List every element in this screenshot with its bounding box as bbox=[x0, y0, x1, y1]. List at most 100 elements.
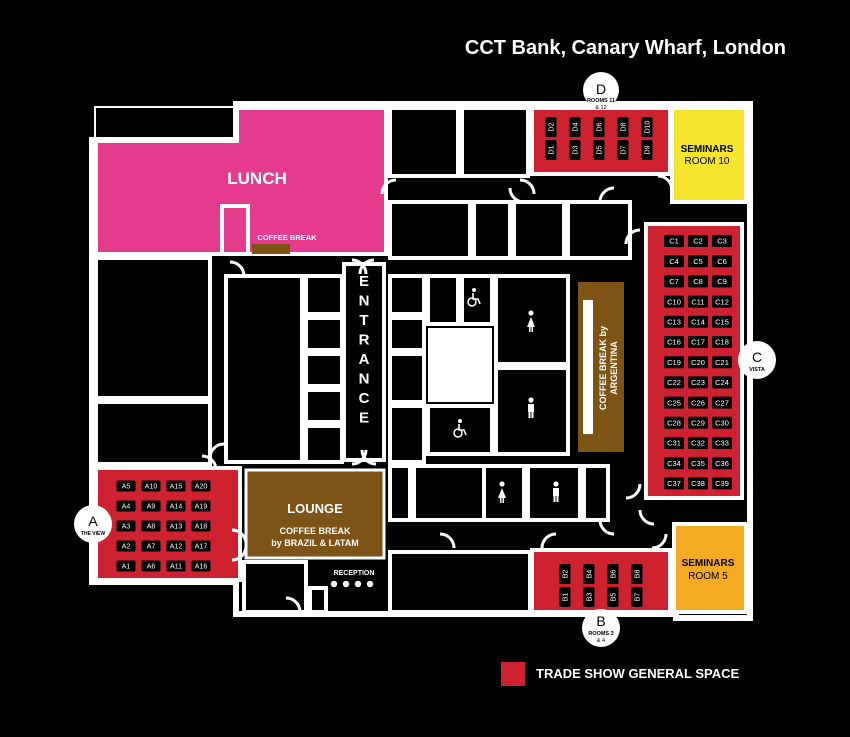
booth-a8[interactable]: A8 bbox=[141, 520, 161, 532]
booth-d1[interactable]: D1 bbox=[545, 140, 557, 160]
booth-c22[interactable]: C22 bbox=[664, 376, 684, 389]
booth-a4[interactable]: A4 bbox=[116, 500, 136, 512]
booth-b4[interactable]: B4 bbox=[583, 564, 595, 584]
booth-c7[interactable]: C7 bbox=[664, 275, 684, 288]
booth-label: A20 bbox=[195, 484, 208, 491]
booth-c29[interactable]: C29 bbox=[688, 416, 708, 429]
booth-c39[interactable]: C39 bbox=[712, 477, 732, 490]
zone-marker-c[interactable]: C VISTA bbox=[738, 341, 776, 379]
booth-d7[interactable]: D7 bbox=[617, 140, 629, 160]
booth-label: A6 bbox=[147, 564, 156, 571]
booth-d5[interactable]: D5 bbox=[593, 140, 605, 160]
booth-d8[interactable]: D8 bbox=[617, 117, 629, 137]
booth-b7[interactable]: B7 bbox=[631, 587, 643, 607]
booth-c10[interactable]: C10 bbox=[664, 295, 684, 308]
booth-d9[interactable]: D9 bbox=[641, 140, 653, 160]
booth-c9[interactable]: C9 bbox=[712, 275, 732, 288]
booth-c14[interactable]: C14 bbox=[688, 315, 708, 328]
zone-marker-a[interactable]: A THE VIEW bbox=[74, 505, 112, 543]
booth-b1[interactable]: B1 bbox=[559, 587, 571, 607]
booth-c20[interactable]: C20 bbox=[688, 356, 708, 369]
lounge-sub-1: COFFEE BREAK bbox=[279, 526, 351, 536]
booth-c16[interactable]: C16 bbox=[664, 336, 684, 348]
booth-c3[interactable]: C3 bbox=[712, 235, 732, 247]
booth-label: C27 bbox=[715, 398, 729, 407]
booth-c27[interactable]: C27 bbox=[712, 396, 732, 409]
booth-d4[interactable]: D4 bbox=[569, 117, 581, 137]
booth-c1[interactable]: C1 bbox=[664, 235, 684, 247]
booth-b2[interactable]: B2 bbox=[559, 564, 571, 584]
booth-c4[interactable]: C4 bbox=[664, 255, 684, 268]
booth-c36[interactable]: C36 bbox=[712, 457, 732, 470]
zone-c-letter: C bbox=[752, 349, 762, 365]
booth-a3[interactable]: A3 bbox=[116, 520, 136, 532]
zone-c-sub: VISTA bbox=[749, 367, 765, 373]
booth-c12[interactable]: C12 bbox=[712, 295, 732, 308]
booth-c33[interactable]: C33 bbox=[712, 437, 732, 449]
booth-c8[interactable]: C8 bbox=[688, 275, 708, 288]
booth-c11[interactable]: C11 bbox=[688, 295, 708, 308]
booth-c17[interactable]: C17 bbox=[688, 336, 708, 348]
booth-a11[interactable]: A11 bbox=[166, 560, 186, 572]
entrance-letter: N bbox=[359, 293, 370, 310]
booth-a2[interactable]: A2 bbox=[116, 540, 136, 552]
booth-c13[interactable]: C13 bbox=[664, 315, 684, 328]
booth-c28[interactable]: C28 bbox=[664, 416, 684, 429]
booth-label: B3 bbox=[587, 593, 594, 602]
booth-a14[interactable]: A14 bbox=[166, 500, 186, 512]
booth-c32[interactable]: C32 bbox=[688, 437, 708, 449]
entrance-letter: R bbox=[359, 332, 370, 349]
booth-c18[interactable]: C18 bbox=[712, 336, 732, 348]
booth-c2[interactable]: C2 bbox=[688, 235, 708, 247]
booth-c26[interactable]: C26 bbox=[688, 396, 708, 409]
lunch-label: LUNCH bbox=[227, 169, 287, 188]
booth-b5[interactable]: B5 bbox=[607, 587, 619, 607]
booth-c35[interactable]: C35 bbox=[688, 457, 708, 470]
male-restroom-icon bbox=[528, 397, 534, 418]
booth-c31[interactable]: C31 bbox=[664, 437, 684, 449]
booth-a15[interactable]: A15 bbox=[166, 480, 186, 492]
booth-c38[interactable]: C38 bbox=[688, 477, 708, 490]
booth-a12[interactable]: A12 bbox=[166, 540, 186, 552]
booth-b8[interactable]: B8 bbox=[631, 564, 643, 584]
booth-c15[interactable]: C15 bbox=[712, 315, 732, 328]
zone-marker-b[interactable]: B ROOMS 3 & 4 bbox=[582, 609, 620, 647]
booth-a5[interactable]: A5 bbox=[116, 480, 136, 492]
booth-b3[interactable]: B3 bbox=[583, 587, 595, 607]
booth-c37[interactable]: C37 bbox=[664, 477, 684, 490]
booth-label: C6 bbox=[717, 257, 727, 266]
booth-label: C34 bbox=[667, 459, 681, 468]
trade-area-b bbox=[530, 548, 672, 614]
booth-c25[interactable]: C25 bbox=[664, 396, 684, 409]
booth-a6[interactable]: A6 bbox=[141, 560, 161, 572]
coffee-break-label: COFFEE BREAK bbox=[257, 233, 317, 242]
booth-c6[interactable]: C6 bbox=[712, 255, 732, 268]
booth-a1[interactable]: A1 bbox=[116, 560, 136, 572]
booth-a16[interactable]: A16 bbox=[191, 560, 211, 572]
booth-b6[interactable]: B6 bbox=[607, 564, 619, 584]
zone-marker-d[interactable]: D ROOMS 11 & 12 bbox=[583, 72, 619, 111]
booth-a20[interactable]: A20 bbox=[191, 480, 211, 492]
booth-c24[interactable]: C24 bbox=[712, 376, 732, 389]
booth-d3[interactable]: D3 bbox=[569, 140, 581, 160]
lunch-notch bbox=[96, 108, 236, 142]
lunch-area bbox=[94, 106, 388, 256]
booth-d6[interactable]: D6 bbox=[593, 117, 605, 137]
booth-a9[interactable]: A9 bbox=[141, 500, 161, 512]
booth-a13[interactable]: A13 bbox=[166, 520, 186, 532]
booth-d2[interactable]: D2 bbox=[545, 117, 557, 137]
booth-a19[interactable]: A19 bbox=[191, 500, 211, 512]
booth-d10[interactable]: D10 bbox=[641, 117, 653, 137]
entrance-letter: E bbox=[359, 410, 369, 427]
booth-c19[interactable]: C19 bbox=[664, 356, 684, 369]
booth-c30[interactable]: C30 bbox=[712, 416, 732, 429]
booth-c5[interactable]: C5 bbox=[688, 255, 708, 268]
booth-a18[interactable]: A18 bbox=[191, 520, 211, 532]
booth-a7[interactable]: A7 bbox=[141, 540, 161, 552]
booth-c21[interactable]: C21 bbox=[712, 356, 732, 369]
booth-c34[interactable]: C34 bbox=[664, 457, 684, 470]
booth-a10[interactable]: A10 bbox=[141, 480, 161, 492]
booth-c23[interactable]: C23 bbox=[688, 376, 708, 389]
booth-a17[interactable]: A17 bbox=[191, 540, 211, 552]
wheelchair-icon bbox=[467, 288, 481, 307]
